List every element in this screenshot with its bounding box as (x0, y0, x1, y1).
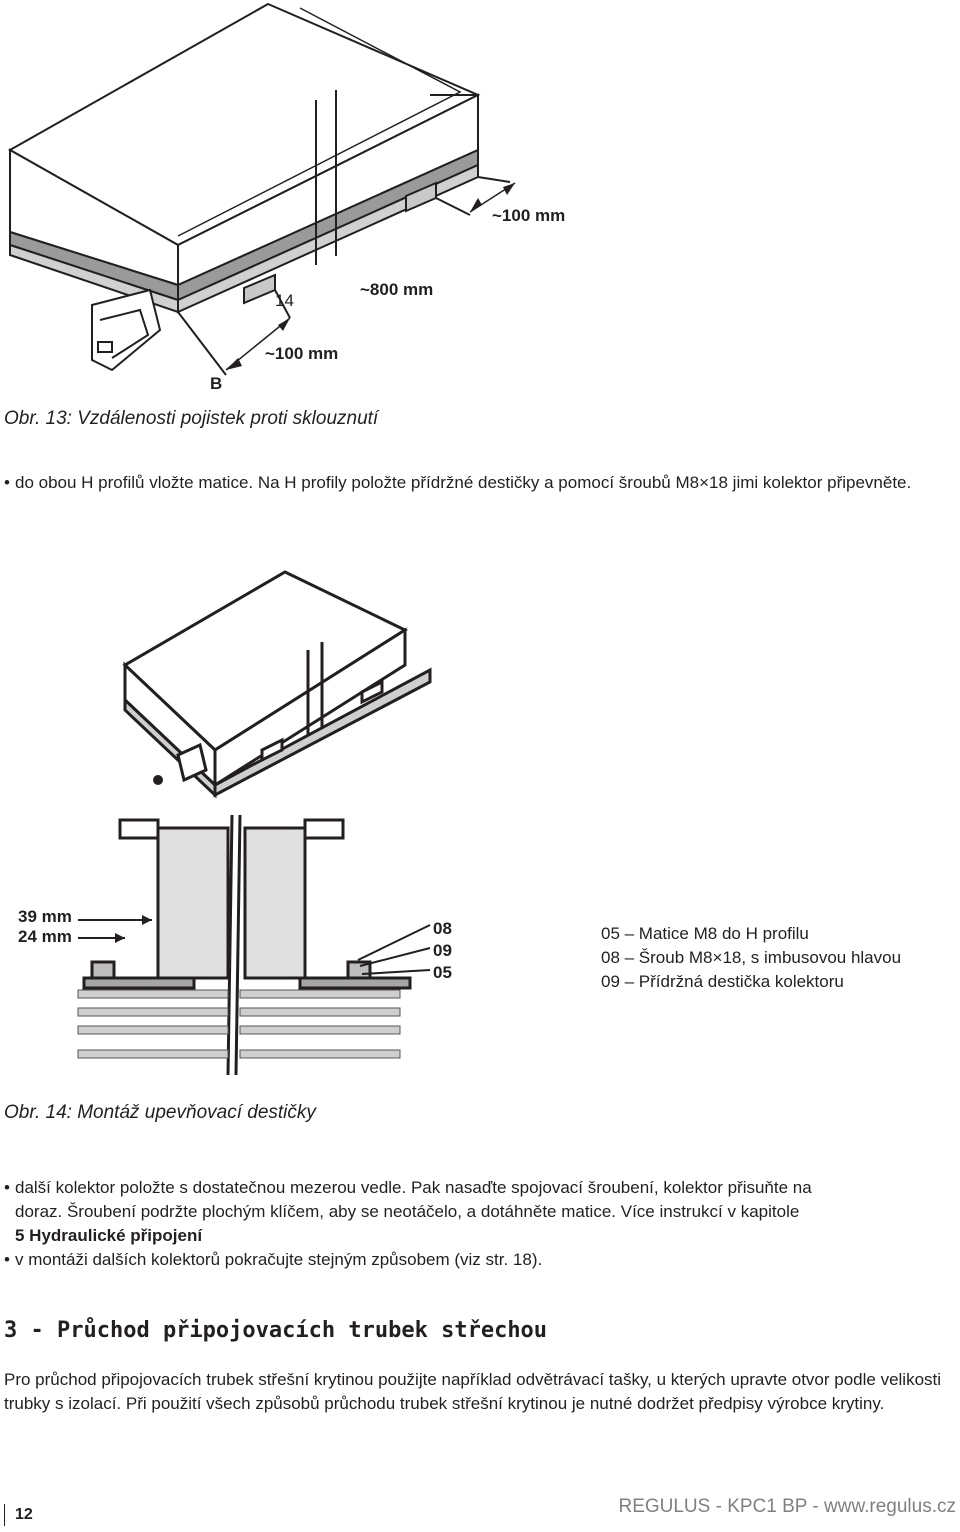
list-item-text: doraz. Šroubení podržte plochým klíčem, … (15, 1202, 800, 1221)
bullet-list-2: • další kolektor položte s dostatečnou m… (4, 1176, 952, 1272)
list-item-text: další kolektor položte s dostatečnou mez… (15, 1178, 812, 1197)
list-item: • v montáži dalších kolektorů pokračujte… (4, 1248, 952, 1272)
section-heading: 3 - Průchod připojovacích trubek střecho… (4, 1318, 548, 1343)
legend-item: 08 – Šroub M8×18, s imbusovou hlavou (601, 948, 902, 967)
bullet-dot: • (4, 1178, 10, 1197)
figure-14-legend: 05 – Matice M8 do H profilu 08 – Šroub M… (601, 922, 901, 994)
dim-39mm: 39 mm (18, 907, 72, 926)
part-09: 09 (433, 941, 452, 960)
list-item-text: do obou H profilů vložte matice. Na H pr… (15, 473, 912, 492)
chapter-reference: 5 Hydraulické připojení (15, 1226, 203, 1245)
bullet-list-1: • do obou H profilů vložte matice. Na H … (4, 471, 952, 495)
part-05: 05 (433, 963, 452, 982)
figure-13-caption: Obr. 13: Vzdálenosti pojistek proti sklo… (4, 408, 379, 429)
part-08: 08 (433, 919, 452, 938)
bullet-dot: • (4, 1250, 10, 1269)
dim-offset-bottom: ~100 mm (265, 344, 338, 363)
figure-14-drawing: 39 mm 24 mm 08 09 05 (18, 570, 452, 1076)
dim-24mm: 24 mm (18, 927, 72, 946)
dim-offset-top: ~100 mm (492, 206, 565, 225)
figure-13-drawing: ~100 mm ~800 mm ~100 mm 14 B (7, 2, 565, 393)
item-number-14: 14 (275, 291, 294, 310)
profile-label-b: B (210, 374, 222, 393)
dim-spacing: ~800 mm (360, 280, 433, 299)
legend-item: 05 – Matice M8 do H profilu (601, 924, 809, 943)
bullet-dot: • (4, 473, 10, 492)
list-item: • další kolektor položte s dostatečnou m… (4, 1176, 952, 1248)
section-paragraph: Pro průchod připojovacích trubek střešní… (4, 1370, 942, 1413)
footer-brand: REGULUS - KPC1 BP - www.regulus.cz (618, 1496, 956, 1517)
page-number: 12 (4, 1504, 33, 1526)
list-item-text: v montáži dalších kolektorů pokračujte s… (15, 1250, 543, 1269)
figure-14-caption: Obr. 14: Montáž upevňovací destičky (4, 1102, 316, 1123)
legend-item: 09 – Přídržná destička kolektoru (601, 972, 844, 991)
list-item: • do obou H profilů vložte matice. Na H … (4, 471, 952, 495)
